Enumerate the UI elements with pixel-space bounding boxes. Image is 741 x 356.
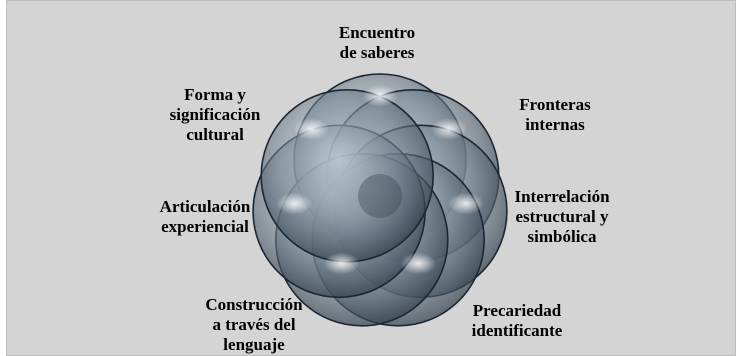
circle-highlight-7 xyxy=(293,118,330,141)
diagram-canvas: Encuentro de saberes Fronteras internas … xyxy=(6,0,736,356)
circle-highlight-6 xyxy=(276,192,313,215)
circle-highlight-2 xyxy=(430,118,467,141)
circle-highlight-1 xyxy=(362,85,398,107)
label-fronteras-internas: Fronteras internas xyxy=(519,95,591,134)
label-precariedad-identificante: Precariedad identificante xyxy=(471,301,563,340)
label-encuentro-de-saberes: Encuentro de saberes xyxy=(338,23,416,62)
label-construccion-lenguaje: Construcción a través del lenguaje xyxy=(205,295,303,354)
circle-highlight-5 xyxy=(323,252,360,275)
label-forma-significacion-cultural: Forma y significación cultural xyxy=(169,85,261,144)
label-articulacion-experiencial: Articulación experiencial xyxy=(159,197,251,236)
circle-highlight-4 xyxy=(400,252,437,275)
circle-7 xyxy=(260,89,435,263)
venn-circles xyxy=(252,73,508,327)
circle-core-overlap xyxy=(358,174,402,218)
label-interrelacion-estructural-simbolica: Interrelación estructural y simbólica xyxy=(514,187,610,246)
circle-highlight-3 xyxy=(447,192,484,215)
